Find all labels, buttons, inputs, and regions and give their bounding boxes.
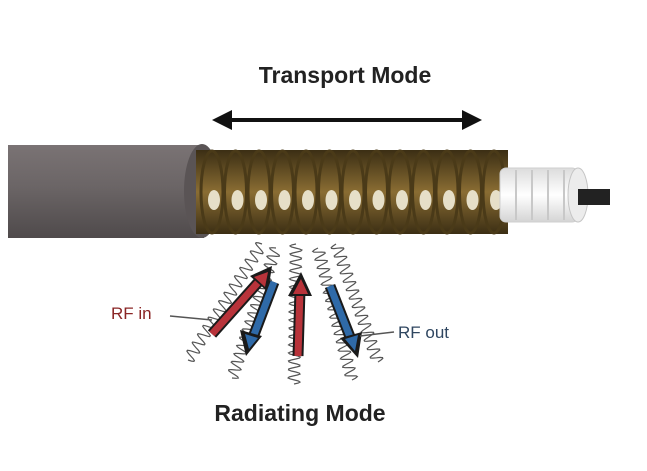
cable-jacket [8, 144, 220, 238]
radiating-waves [186, 241, 384, 385]
rf-in-label: RF in [111, 304, 152, 323]
rf-wave [186, 241, 264, 363]
braid-highlight [255, 190, 267, 210]
transport-double-arrow [212, 110, 482, 130]
rf-wave [330, 243, 384, 363]
rf-in-leader-line [169, 315, 213, 321]
braid-highlight [325, 190, 338, 210]
braid-highlight [396, 190, 408, 210]
rf-wave [228, 247, 280, 379]
center-conductor [578, 189, 610, 205]
rf-out-arrow-1 [240, 280, 280, 356]
braid-highlight [443, 190, 455, 210]
rf-in-arrow-2 [288, 272, 312, 357]
braid-highlight [302, 190, 314, 210]
rf-out-leader-line [359, 331, 395, 337]
transport-mode-label: Transport Mode [258, 62, 432, 88]
braid-highlight [372, 190, 385, 210]
braid-highlight [208, 190, 220, 210]
rf-wave [311, 247, 359, 381]
braid-highlight [278, 190, 291, 210]
rf-out-arrow-2 [324, 283, 362, 358]
braid-highlight [419, 190, 432, 210]
braid-highlight [349, 190, 361, 210]
braid-highlight [231, 190, 244, 210]
rf-in-arrow-1 [207, 266, 272, 338]
radiating-mode-label: Radiating Mode [214, 400, 386, 426]
dielectric-insulator [499, 167, 589, 223]
rf-out-label: RF out [398, 323, 450, 342]
braid-highlight [490, 190, 502, 210]
braid-highlight [466, 190, 479, 210]
braided-conductor [196, 149, 508, 235]
